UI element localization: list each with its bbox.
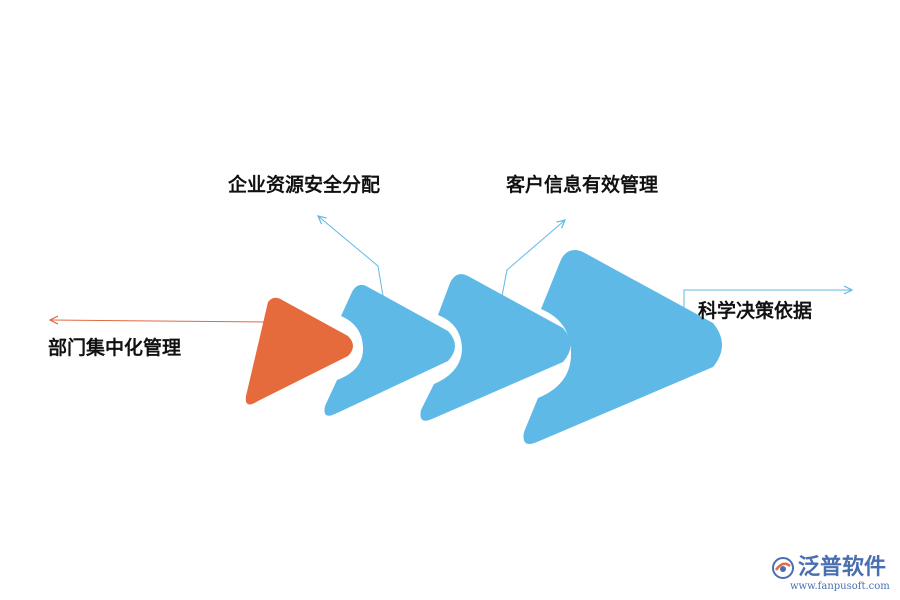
label-customers: 客户信息有效管理: [506, 174, 659, 196]
label-resources: 企业资源安全分配: [228, 174, 381, 196]
arrow-resources: [318, 216, 384, 297]
label-department: 部门集中化管理: [48, 337, 182, 359]
logo-name: 泛普软件: [798, 555, 887, 580]
start-triangle-shape: [245, 297, 353, 405]
chevron-shape-2: [420, 274, 571, 421]
fanpu-logo-icon: [772, 557, 794, 579]
label-decisions: 科学决策依据: [698, 300, 813, 322]
arrow-customers: [501, 220, 565, 297]
arrow-department: [50, 320, 266, 322]
chevron-shape-3: [523, 249, 722, 445]
logo-url: www.fanpusoft.com: [790, 581, 890, 592]
arrow-decisions: [683, 290, 852, 307]
chevron-shape-1: [324, 284, 455, 416]
